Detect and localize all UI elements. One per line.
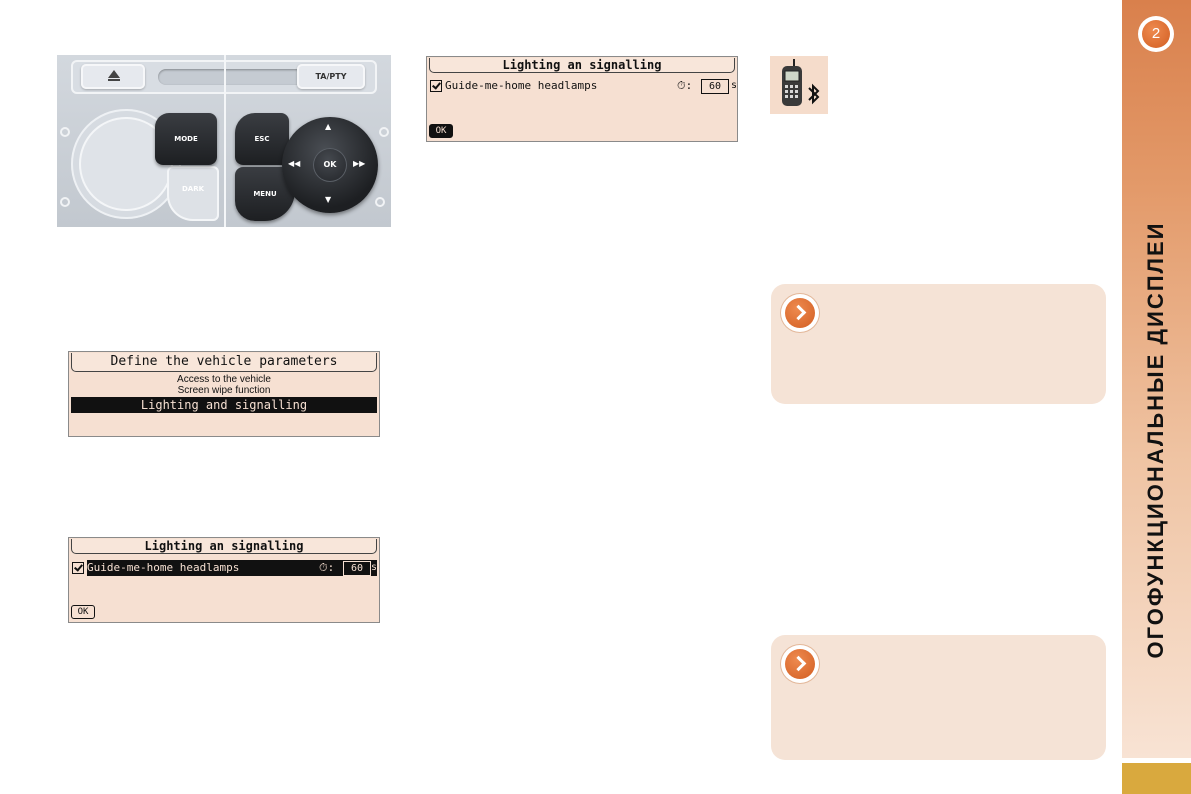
screen-title: Define the vehicle parameters — [71, 353, 377, 372]
esc-button: ESC — [235, 113, 289, 165]
lighting-screen-top: Lighting an signalling Guide-me-home hea… — [426, 56, 738, 142]
row-label: Guide-me-home headlamps — [445, 79, 598, 92]
mode-button: MODE — [155, 113, 217, 165]
chevron-right-icon — [781, 645, 819, 683]
ok-button: OK — [313, 148, 347, 182]
menu-item-selected: Lighting and signalling — [71, 397, 377, 413]
checkbox-checked-icon — [72, 562, 84, 574]
timer-icon: ⏱: — [677, 79, 693, 92]
bluetooth-icon — [808, 83, 820, 105]
phone-icon — [782, 59, 802, 106]
menu-item: Screen wipe function — [177, 385, 271, 396]
chevron-right-icon — [781, 294, 819, 332]
arrow-up-icon: ▲ — [325, 122, 332, 131]
guide-me-home-row: Guide-me-home headlamps ⏱: 60 s — [429, 78, 738, 94]
note-box — [771, 284, 1106, 404]
note-box — [771, 635, 1106, 760]
ok-button: OK — [429, 124, 453, 138]
timer-icon: ⏱: — [319, 561, 335, 574]
cd-slot — [158, 69, 308, 85]
chapter-badge: 2 — [1138, 16, 1174, 52]
duration-unit: s — [371, 562, 378, 573]
row-label: Guide-me-home headlamps — [87, 561, 240, 574]
screen-title: Lighting an signalling — [71, 539, 377, 554]
guide-me-home-row: Guide-me-home headlamps ⏱: 60 s — [71, 560, 377, 576]
dark-label: DARK — [181, 185, 205, 193]
screen-title: Lighting an signalling — [429, 58, 735, 73]
phone-bluetooth-card — [770, 56, 828, 114]
checkbox-checked-icon — [430, 80, 442, 92]
ok-button: OK — [71, 605, 95, 619]
arrow-down-icon: ▼ — [325, 195, 332, 204]
eject-button — [81, 64, 145, 89]
chapter-sidebar — [1122, 0, 1191, 758]
duration-unit: s — [731, 80, 738, 91]
control-panel-photo: TA/PTY DARK MODE ESC MENU ▲ ▼ ◀◀ ▶▶ OK — [57, 55, 391, 227]
chapter-title-text: ОГОФУНКЦИОНАЛЬНЫЕ ДИСПЛЕИ — [1143, 221, 1168, 659]
menu-item: Access to the vehicle — [177, 374, 271, 385]
rewind-icon: ◀◀ — [288, 159, 301, 168]
chapter-number: 2 — [1142, 20, 1170, 48]
duration-value: 60 — [701, 79, 729, 94]
ta-pty-button: TA/PTY — [297, 64, 365, 89]
fast-forward-icon: ▶▶ — [353, 159, 366, 168]
eject-icon — [108, 70, 120, 78]
sidebar-footer — [1122, 763, 1191, 794]
duration-value: 60 — [343, 561, 371, 576]
vehicle-parameters-screen: Define the vehicle parameters Access to … — [68, 351, 380, 437]
dark-button: DARK — [167, 166, 219, 221]
lighting-screen-bottom: Lighting an signalling Guide-me-home hea… — [68, 537, 380, 623]
